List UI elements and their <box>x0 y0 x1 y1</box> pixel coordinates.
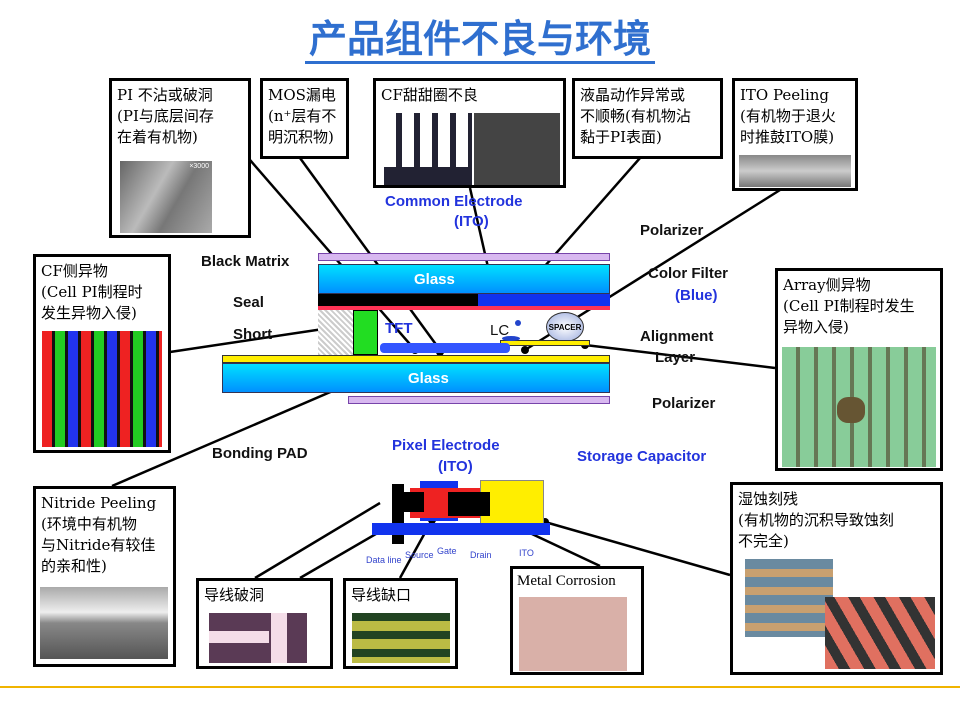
wire <box>209 631 269 643</box>
defect-wire-hole: 导线破洞 <box>196 578 333 669</box>
particle <box>837 397 865 423</box>
source <box>400 492 424 512</box>
etch-photo <box>825 597 935 669</box>
top-glass: Glass <box>318 264 610 294</box>
corrosion-photo <box>519 597 627 671</box>
sem-image: ×3000 <box>120 161 212 233</box>
defect-mos: MOS漏电(n⁺层有不明沉积物) <box>260 78 349 159</box>
wire-hole-photo <box>209 613 307 663</box>
color-filter-layer <box>478 294 610 306</box>
defect-lc: 液晶动作异常或不顺畅(有机物沾黏于PI表面) <box>572 78 723 159</box>
array-particle-photo <box>782 347 936 467</box>
defect-cf-ring: CF甜甜圈不良 <box>373 78 566 188</box>
cf-photo <box>384 113 472 185</box>
defect-metal-corrosion: Metal Corrosion <box>510 566 644 675</box>
sem-image <box>739 155 851 187</box>
tft-structure <box>380 343 510 353</box>
sem-image <box>40 587 168 659</box>
wire <box>271 613 287 663</box>
defect-wire-gap: 导线缺口 <box>343 578 458 669</box>
lc-molecule <box>515 320 521 326</box>
common-electrode-layer <box>318 306 610 310</box>
defect-ito-peeling: ITO Peeling(有机物于退火时推鼓ITO膜) <box>732 78 858 191</box>
top-polarizer <box>318 253 610 261</box>
short <box>353 310 378 355</box>
drain <box>448 492 490 516</box>
bottom-polarizer <box>348 396 610 404</box>
cf-photo <box>474 113 560 185</box>
lc-molecule <box>502 336 520 341</box>
bottom-glass: Glass <box>222 363 610 393</box>
defect-nitride-peeling: Nitride Peeling(环境中有机物与Nitride有较佳的亲和性) <box>33 486 176 667</box>
gate-line <box>372 523 550 535</box>
seal <box>318 310 353 355</box>
wire-gap-photo <box>352 613 450 663</box>
spacer-ball: SPACER <box>546 312 584 342</box>
cf-particle-photo <box>42 331 162 447</box>
page-title: 产品组件不良与环境 <box>0 8 960 64</box>
bonding-pad-layer <box>222 355 610 363</box>
ito-pad <box>480 480 544 524</box>
defect-wet-etch-residue: 湿蚀刻残(有机物的沉积导致蚀刻不完全) <box>730 482 943 675</box>
defect-pi: PI 不沾或破洞(PI与底层间存在着有机物) ×3000 <box>109 78 251 238</box>
defect-array-particle: Array侧异物(Cell PI制程时发生异物入侵) <box>775 268 943 471</box>
etch-photo <box>745 559 833 637</box>
black-matrix-layer <box>318 294 478 306</box>
defect-cf-particle: CF侧异物(Cell PI制程时发生异物入侵) <box>33 254 171 453</box>
